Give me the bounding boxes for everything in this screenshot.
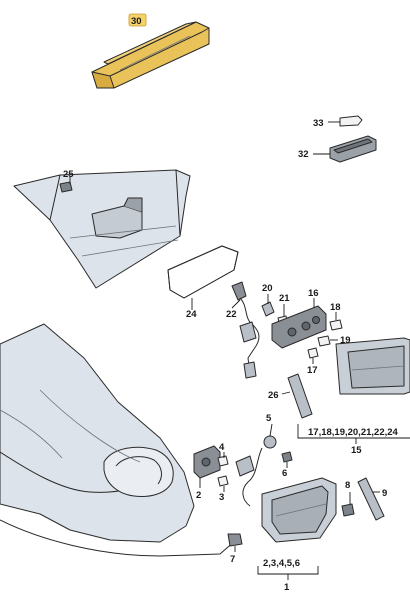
part-22-wiring-harness[interactable]: [231, 281, 260, 379]
label-8: 8: [345, 480, 350, 491]
label-30: 30: [131, 16, 142, 27]
part-7-clip[interactable]: [227, 533, 243, 552]
part-32-licence-plate-light[interactable]: [313, 135, 377, 163]
part-24-gasket[interactable]: [167, 245, 239, 310]
part-15-inner-tail-light[interactable]: [335, 337, 410, 395]
label-21: 21: [279, 293, 290, 304]
part-26-cover-strip[interactable]: [281, 373, 313, 419]
label-15: 15: [351, 445, 362, 456]
label-2: 2: [196, 490, 201, 501]
part-17-bulb[interactable]: [307, 347, 319, 364]
car-rear-quarter-body: [0, 323, 237, 557]
part-9-cover[interactable]: [357, 477, 385, 521]
label-1: 1: [284, 582, 290, 593]
label-6: 6: [282, 468, 287, 479]
group-15-bracket: [297, 424, 410, 444]
part-25-screw[interactable]: [59, 176, 73, 193]
label-32: 32: [298, 149, 309, 160]
part-2-bulb-carrier[interactable]: [193, 445, 221, 488]
label-17: 17: [307, 365, 318, 376]
label-24: 24: [186, 309, 197, 320]
part-16-bulb-carrier[interactable]: [271, 298, 327, 349]
label-20: 20: [262, 283, 273, 294]
part-1-outer-tail-light[interactable]: [261, 477, 337, 543]
boot-lid-panel: [13, 169, 191, 289]
label-19: 19: [340, 335, 351, 346]
label-18: 18: [330, 302, 341, 313]
part-6-screw[interactable]: [281, 451, 293, 468]
label-9: 9: [382, 488, 387, 499]
label-25: 25: [63, 169, 74, 180]
label-3: 3: [219, 492, 224, 503]
label-16: 16: [308, 288, 319, 299]
label-7: 7: [230, 554, 235, 565]
part-19-bulb[interactable]: [317, 335, 338, 347]
group-1-bracket: [257, 566, 319, 580]
label-30-highlight: [128, 13, 147, 27]
label-5: 5: [266, 413, 272, 424]
label-22: 22: [226, 309, 237, 320]
part-8-screw[interactable]: [341, 492, 355, 517]
part-18-bulb[interactable]: [329, 312, 343, 331]
part-20-bulb-holder[interactable]: [261, 294, 275, 317]
part-4-bulb[interactable]: [217, 452, 229, 467]
label-group-1-items: 2,3,4,5,6: [263, 558, 300, 569]
part-3-bulb[interactable]: [217, 475, 229, 492]
label-26: 26: [268, 390, 279, 401]
part-30-high-level-brake-light[interactable]: [91, 21, 210, 89]
label-group-15-items: 17,18,19,20,21,22,24: [308, 427, 399, 438]
label-4: 4: [219, 442, 225, 453]
label-33: 33: [313, 118, 324, 129]
part-33-bulb[interactable]: [328, 115, 363, 127]
part-5-grommet-harness[interactable]: [235, 423, 277, 507]
